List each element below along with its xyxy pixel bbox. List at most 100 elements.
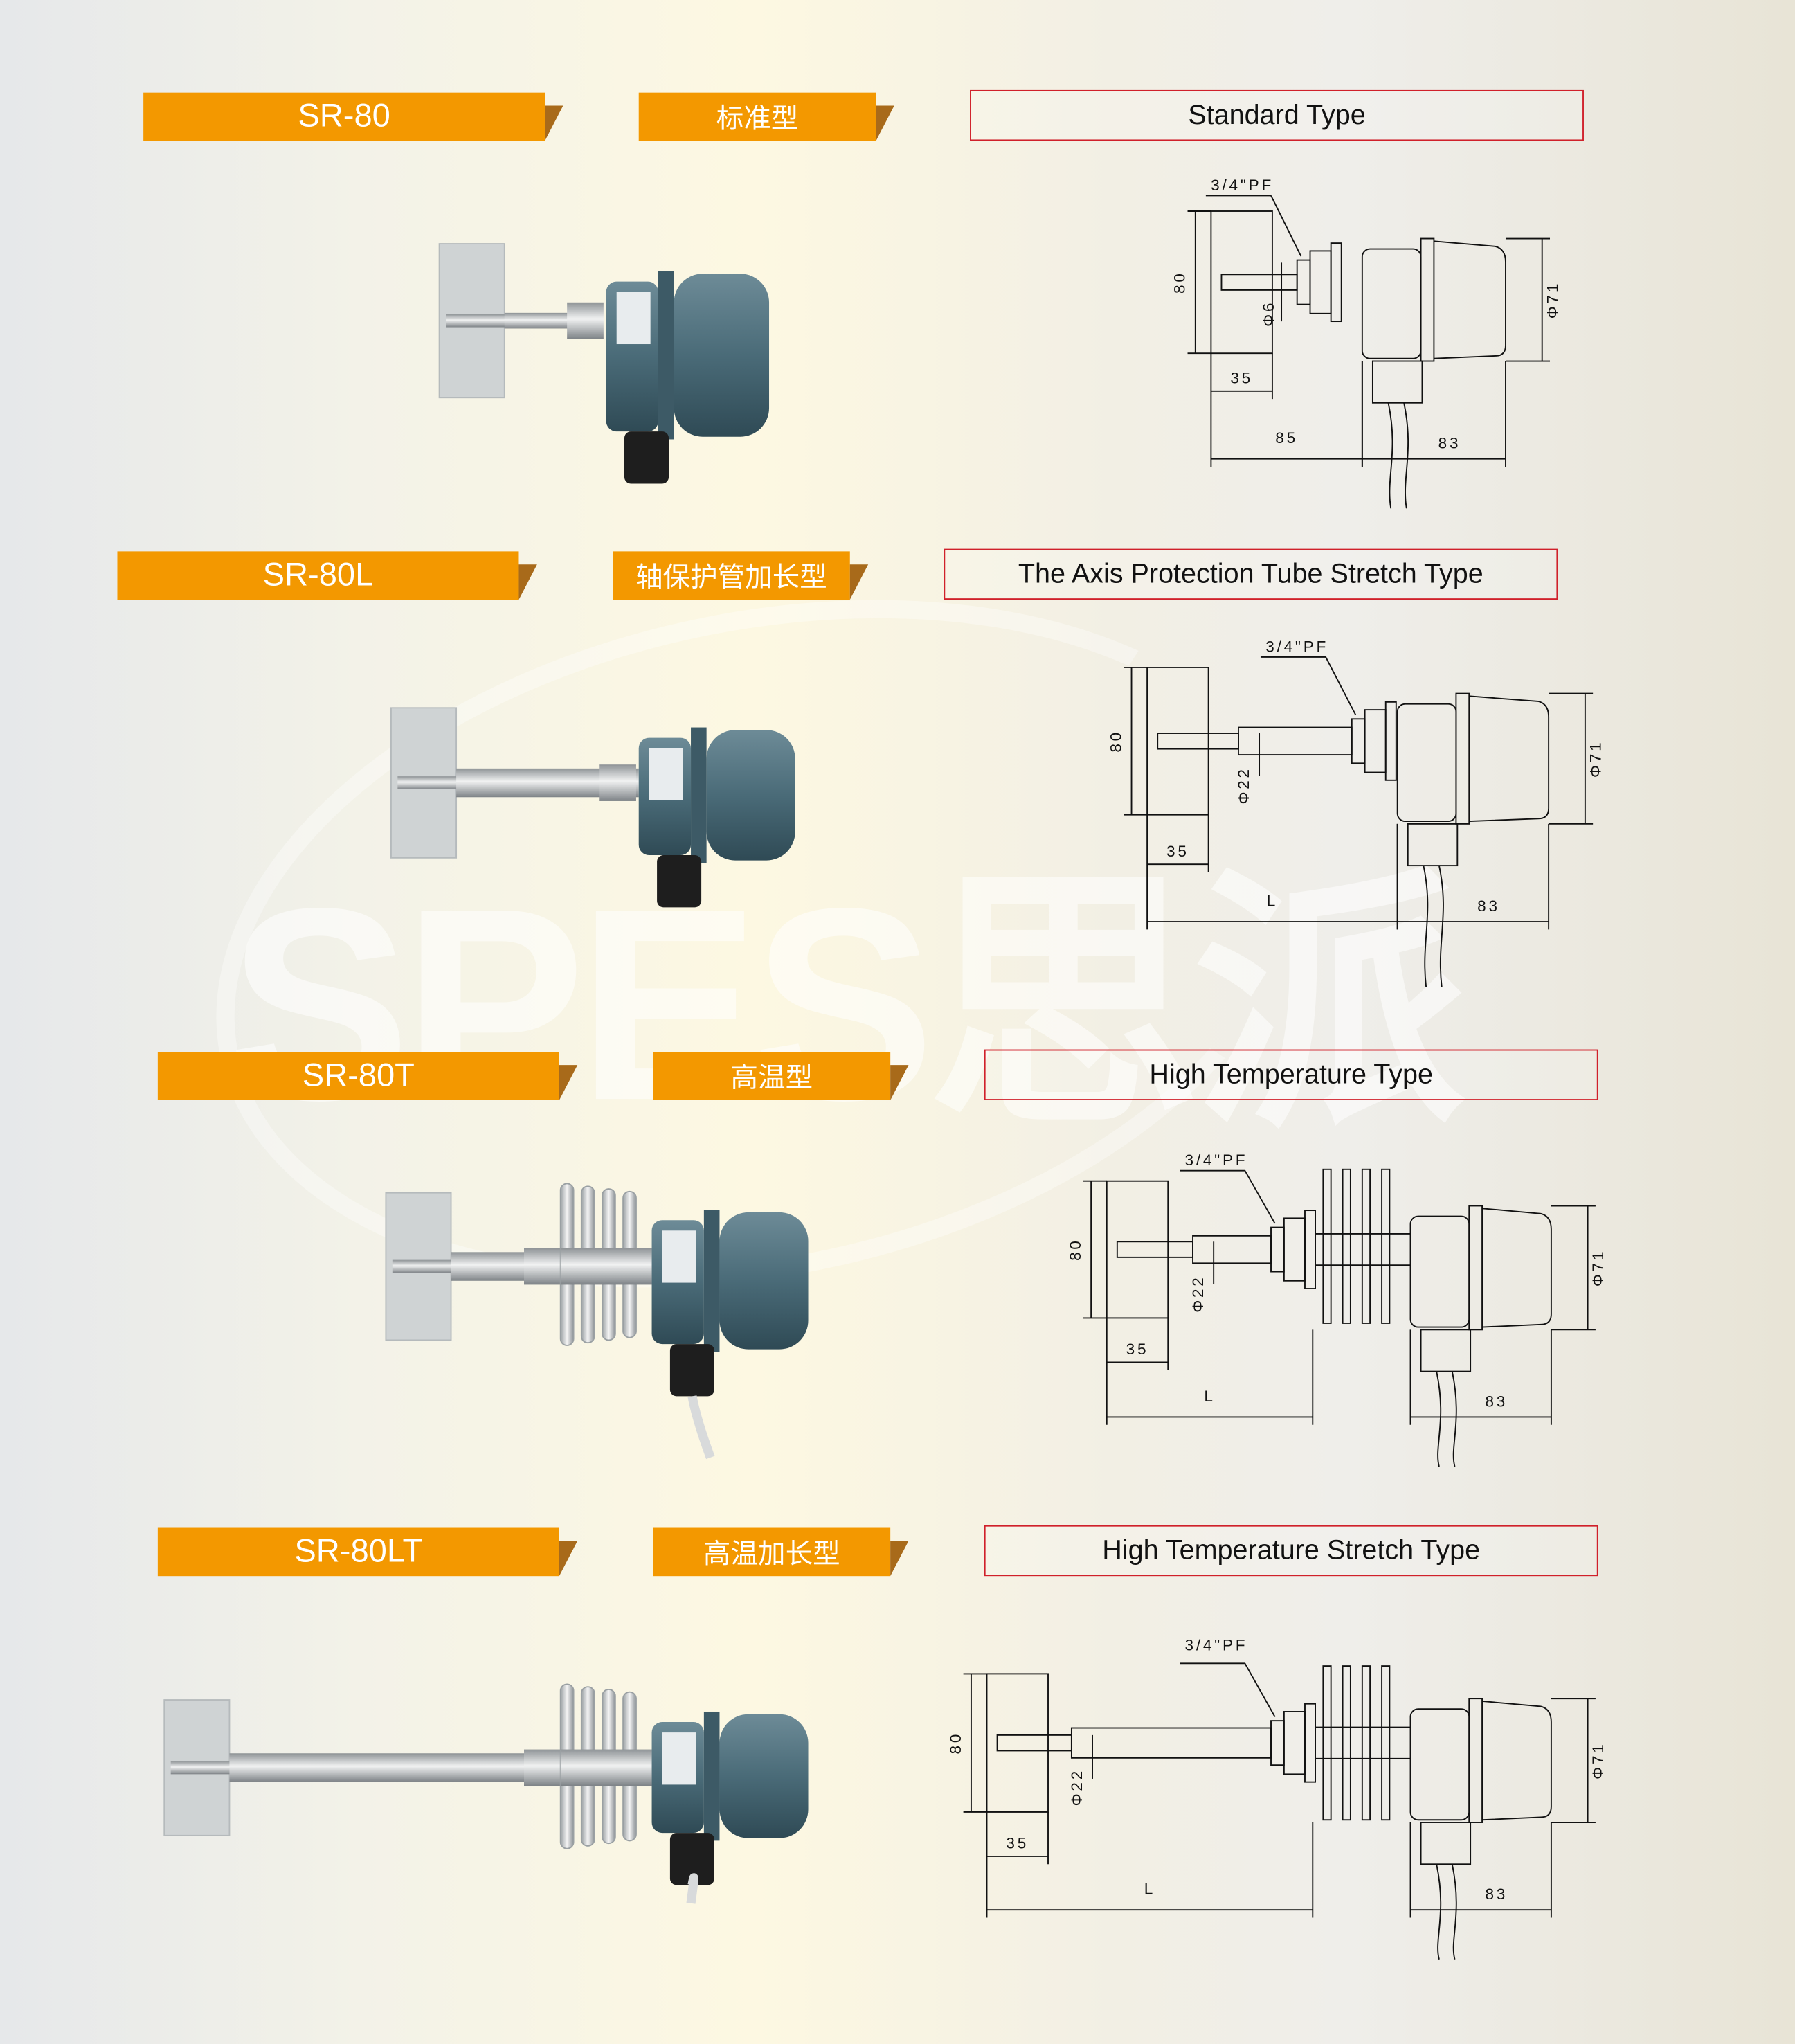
cooling-fin — [1342, 1665, 1351, 1821]
cooling-fin — [1381, 1665, 1391, 1821]
nameplate — [616, 292, 651, 345]
nameplate — [662, 1230, 696, 1283]
cable — [1436, 1371, 1457, 1467]
cable-gland — [1420, 1329, 1472, 1372]
thread-fitting — [567, 302, 604, 339]
type-title-en: Standard Type — [970, 89, 1584, 141]
cable-gland — [669, 1833, 714, 1885]
dim-thread-label: 3/4"PF — [1184, 1151, 1247, 1169]
model-banner-sr-80l: SR-80L — [117, 551, 537, 600]
housing-cap — [1482, 1700, 1552, 1821]
dim-body-label: 83 — [1485, 1392, 1508, 1410]
type-title-en: The Axis Protection Tube Stretch Type — [944, 548, 1558, 600]
type-banner-cn: 高温加长型 — [653, 1527, 909, 1577]
dim-housing-label: Φ71 — [1544, 281, 1561, 319]
cable-gland — [657, 855, 702, 908]
dim-paddle-label: 35 — [1006, 1835, 1029, 1852]
dim-shaft-label: Φ22 — [1235, 766, 1252, 804]
dim-body-label: 83 — [1438, 435, 1461, 452]
housing-cap — [674, 274, 770, 437]
shaft — [229, 1753, 535, 1782]
type-banner-cn: 轴保护管加长型 — [613, 551, 869, 600]
shaft-outline — [1157, 733, 1239, 750]
dim-body-label: 83 — [1477, 897, 1500, 915]
housing-cap — [1482, 1208, 1552, 1328]
dim-paddle-label: 35 — [1126, 1341, 1149, 1358]
cable-gland — [1371, 360, 1423, 404]
dim-body-label: 83 — [1485, 1885, 1508, 1903]
nameplate — [649, 748, 683, 800]
dim-thread-label: 3/4"PF — [1184, 1637, 1247, 1654]
dim-housing-label: Φ71 — [1587, 740, 1604, 778]
dim-thread-label: 3/4"PF — [1211, 177, 1274, 194]
protection-tube — [1238, 726, 1353, 756]
cooling-fin — [1361, 1665, 1371, 1821]
dim-height-label: 80 — [1171, 271, 1189, 294]
shaft-outline — [1116, 1241, 1193, 1258]
watermark-logo: SPES思派 — [228, 851, 1467, 1158]
type-banner-cn: 标准型 — [638, 92, 894, 141]
housing-body — [1409, 1708, 1470, 1821]
cable-gland — [624, 431, 669, 484]
dim-height-label: 80 — [947, 1732, 964, 1755]
cable — [686, 1873, 698, 1904]
housing-cap — [719, 1212, 809, 1350]
cable — [687, 1395, 715, 1460]
cooling-fin — [1342, 1168, 1351, 1324]
product-photo — [385, 1183, 809, 1460]
thread-fitting — [524, 1749, 561, 1786]
product-photo — [390, 707, 795, 908]
housing-cap — [719, 1714, 809, 1838]
shaft-outline — [1220, 274, 1298, 291]
model-banner-sr-80: SR-80 — [143, 92, 563, 141]
paddle-outline — [986, 1673, 1049, 1813]
protection-tube — [1192, 1235, 1272, 1264]
cable — [1387, 402, 1409, 509]
model-banner-sr-80lt: SR-80LT — [157, 1527, 578, 1577]
dim-height-label: 80 — [1107, 730, 1124, 753]
dim-thread-label: 3/4"PF — [1265, 638, 1328, 655]
dim-height-label: 80 — [1067, 1238, 1084, 1261]
dim-length-label: L — [1204, 1388, 1215, 1405]
shaft — [451, 1252, 535, 1281]
housing-body — [1396, 703, 1457, 823]
product-photo — [163, 1683, 809, 1904]
cooling-fin — [1381, 1168, 1391, 1324]
paddle-outline — [1210, 210, 1273, 355]
model-banner-sr-80t: SR-80T — [157, 1052, 578, 1100]
housing-body — [1409, 1215, 1470, 1328]
dim-shaft-label: Φ6 — [1260, 301, 1277, 327]
housing-cap — [706, 730, 795, 861]
cable — [1436, 1864, 1457, 1960]
thread-fitting — [599, 764, 636, 801]
dim-shaft-label: Φ22 — [1068, 1768, 1085, 1806]
dim-paddle-label: 35 — [1166, 843, 1189, 860]
type-title-en: High Temperature Type — [984, 1049, 1598, 1100]
dim-length-label: L — [1267, 892, 1278, 909]
product-photo — [438, 243, 770, 484]
paddle-outline — [1106, 1180, 1169, 1319]
cable — [1423, 865, 1444, 987]
protection-tube — [1070, 1727, 1272, 1759]
housing-body — [1361, 248, 1422, 359]
dim-housing-label: Φ71 — [1589, 1741, 1607, 1779]
dim-paddle-label: 35 — [1230, 370, 1253, 387]
paddle-outline — [1146, 667, 1209, 816]
cooling-fin — [1361, 1168, 1371, 1324]
dim-length-label: L — [1144, 1881, 1155, 1898]
cooling-fin — [1322, 1168, 1332, 1324]
cooling-fin — [1322, 1665, 1332, 1821]
housing-cap — [1469, 695, 1550, 823]
thread-fitting — [524, 1248, 561, 1285]
shaft-outline — [996, 1734, 1072, 1752]
cable-gland — [1420, 1822, 1472, 1865]
nameplate — [662, 1732, 696, 1785]
cable-gland — [669, 1344, 714, 1397]
housing-cap — [1434, 240, 1506, 359]
